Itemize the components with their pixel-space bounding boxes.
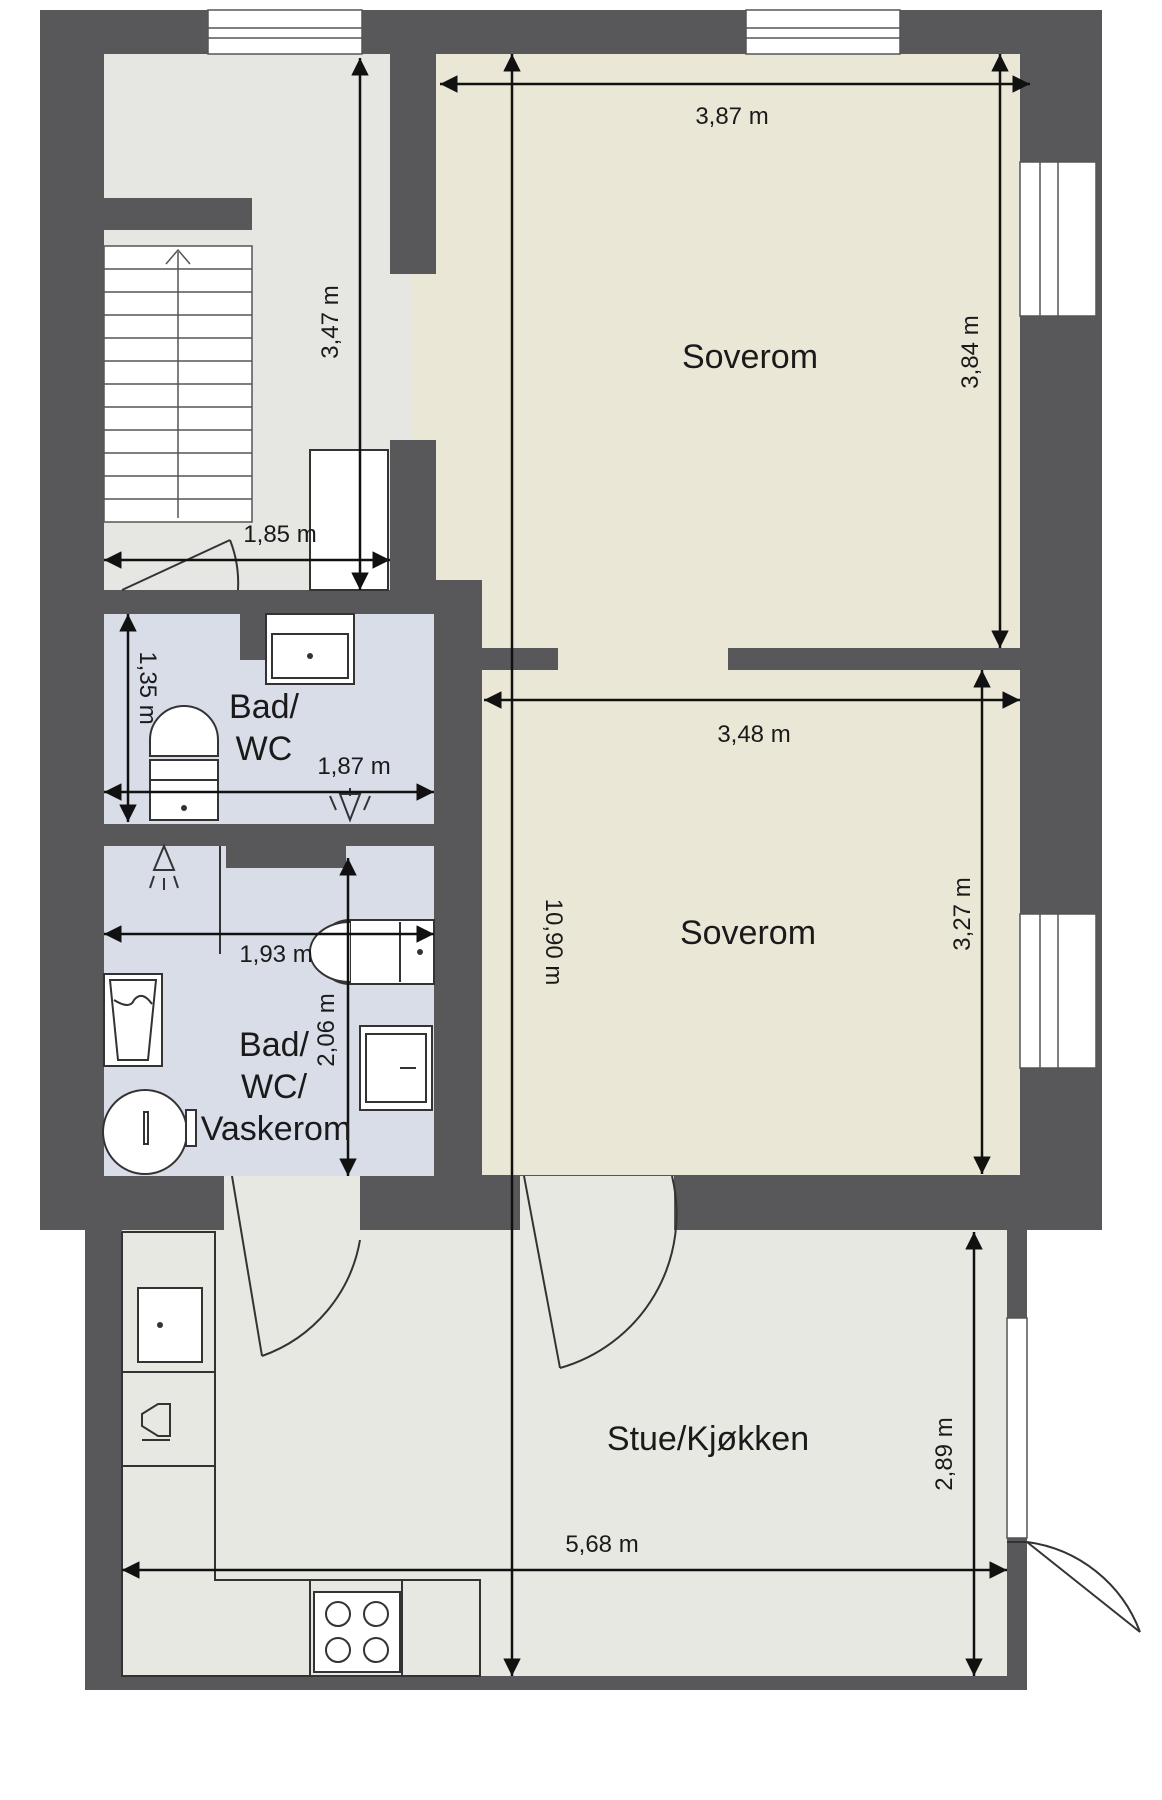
door-gap-bath2	[224, 1176, 360, 1230]
sink-bath2	[359, 1025, 433, 1111]
dim-label-hall-width: 1,85 m	[243, 521, 316, 548]
dim-label-living-depth: 2,89 m	[931, 1417, 958, 1490]
bedroom-opening-floor	[412, 274, 436, 440]
room-label-bath2-line1: Bad/	[239, 1026, 309, 1064]
doors	[121, 539, 1141, 1633]
dim-label-bath1-depth: 1,35 m	[134, 651, 161, 724]
room-label-bath2-line2: WC/	[241, 1068, 308, 1106]
kitchen-fixtures	[121, 1231, 481, 1677]
staircase	[103, 245, 253, 523]
bedroom-divider-left	[482, 648, 558, 670]
bedroom-divider-right	[728, 648, 1020, 670]
hall-column-top	[390, 54, 436, 274]
dim-label-total-length: 10,90 m	[540, 899, 567, 986]
dimension-labels: 3,87 m 3,84 m 3,47 m 1,85 m 1,35 m 1,87 …	[134, 103, 984, 1558]
room-label-bedroom-top: Soverom	[682, 338, 818, 376]
bedroom-door-gap	[558, 648, 728, 670]
kitchen-sink	[137, 1287, 203, 1363]
laundry-sink	[103, 973, 163, 1067]
room-label-living: Stue/Kjøkken	[607, 1420, 809, 1458]
dimension-lines	[104, 54, 1030, 1676]
sink-bath1	[265, 613, 355, 685]
window-top-left	[207, 9, 363, 55]
hall-column-bottom	[390, 440, 436, 590]
bath1-bottom-notch	[104, 824, 272, 846]
dim-label-bath2-width: 1,93 m	[239, 941, 312, 968]
wardrobe	[309, 449, 389, 591]
dim-label-bath1-width: 1,87 m	[317, 753, 390, 780]
bedroom-top-notch	[436, 580, 482, 648]
dim-label-bedroom-top-depth: 3,84 m	[957, 315, 984, 388]
room-labels: Soverom Soverom Bad/ WC Bad/ WC/ Vaskero…	[201, 338, 818, 1458]
dim-label-bath2-depth: 2,06 m	[313, 993, 340, 1066]
hall-inner-wall	[104, 198, 252, 230]
dim-label-hall-length: 3,47 m	[317, 285, 344, 358]
window-right-lower	[1006, 1317, 1028, 1539]
dim-label-bedroom-bottom-width: 3,48 m	[717, 721, 790, 748]
window-top-right	[745, 9, 901, 55]
living-floor	[122, 1230, 1007, 1676]
room-label-bedroom-bottom: Soverom	[680, 914, 816, 952]
door-gap-bedroom	[520, 1176, 674, 1230]
room-label-bath1-line2: WC	[236, 730, 293, 768]
dim-label-bedroom-bottom-depth: 3,27 m	[949, 877, 976, 950]
dishwasher-icon	[141, 1403, 171, 1437]
room-label-bath2-line3: Vaskerom	[201, 1110, 352, 1148]
hall-floor-lower	[104, 520, 229, 590]
bedroom-bottom-floor	[482, 670, 1020, 1175]
dim-label-living-width: 5,68 m	[565, 1531, 638, 1558]
dim-label-bedroom-top-width: 3,87 m	[695, 103, 768, 130]
bedroom-top-floor	[436, 54, 1020, 648]
windows	[207, 9, 1097, 1539]
cooktop	[313, 1591, 401, 1673]
bath2-wall-notch	[226, 846, 346, 868]
room-label-bath1-line1: Bad/	[229, 688, 299, 726]
